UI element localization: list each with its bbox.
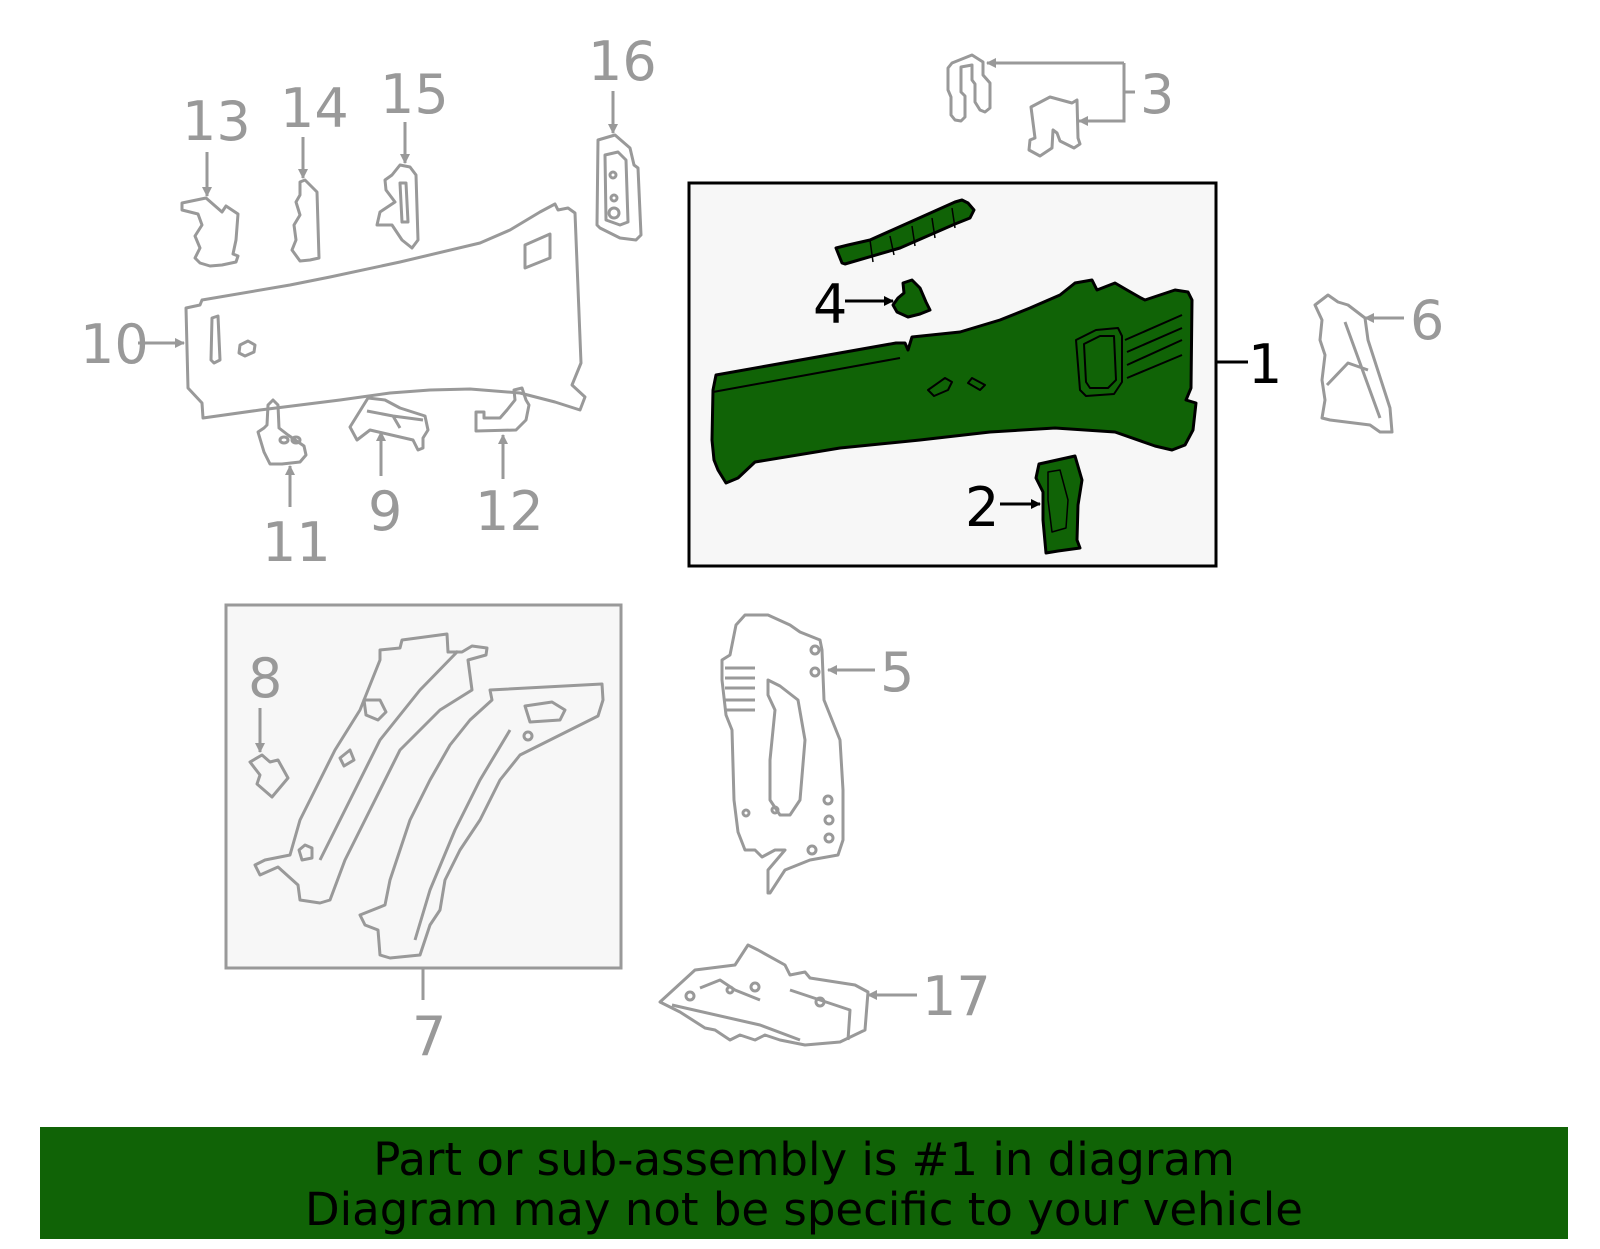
part-4-bracket[interactable] <box>891 278 932 319</box>
part-17-floor-bracket[interactable] <box>658 943 870 1047</box>
banner-line-disclaimer: Diagram may not be specific to your vehi… <box>305 1183 1303 1236</box>
part-7-pillar-reinforcement[interactable] <box>253 632 605 960</box>
part-14-bracket[interactable] <box>290 178 321 263</box>
callout-7[interactable]: 7 <box>412 1005 447 1068</box>
callout-14[interactable]: 14 <box>280 77 349 140</box>
callout-5[interactable]: 5 <box>880 641 915 704</box>
callout-8[interactable]: 8 <box>248 647 283 710</box>
part-12-bracket[interactable] <box>474 386 531 433</box>
part-11-bracket[interactable] <box>256 398 308 466</box>
part-3-clips[interactable] <box>946 53 1082 158</box>
part-16-bracket[interactable] <box>595 133 643 242</box>
part-5-inner-panel[interactable] <box>720 613 845 895</box>
banner-line-part: Part or sub-assembly is #1 in diagram <box>373 1133 1235 1186</box>
part-1-upper-strip[interactable] <box>834 198 976 266</box>
callout-4[interactable]: 4 <box>813 273 848 336</box>
part-15-bracket[interactable] <box>375 163 420 250</box>
callout-9[interactable]: 9 <box>368 480 403 543</box>
callout-17[interactable]: 17 <box>922 965 991 1028</box>
callout-16[interactable]: 16 <box>588 30 657 93</box>
callout-2[interactable]: 2 <box>965 476 1000 539</box>
info-banner: Part or sub-assembly is #1 in diagram Di… <box>40 1127 1568 1239</box>
callout-12[interactable]: 12 <box>475 480 544 543</box>
part-1-pillar-panel[interactable] <box>710 278 1198 485</box>
callout-1[interactable]: 1 <box>1248 333 1283 396</box>
part-2-reinforcement[interactable] <box>1034 454 1084 555</box>
callout-11[interactable]: 11 <box>262 511 331 574</box>
part-8-clip[interactable] <box>248 753 290 799</box>
part-9-bracket[interactable] <box>348 396 430 452</box>
part-13-bracket[interactable] <box>180 196 240 268</box>
part-6-bracket[interactable] <box>1313 293 1394 434</box>
callout-13[interactable]: 13 <box>182 90 251 153</box>
callout-10[interactable]: 10 <box>80 313 149 376</box>
callout-15[interactable]: 15 <box>380 63 449 126</box>
part-10-panel[interactable] <box>184 202 587 420</box>
callout-6[interactable]: 6 <box>1410 289 1445 352</box>
callout-3[interactable]: 3 <box>1140 63 1175 126</box>
